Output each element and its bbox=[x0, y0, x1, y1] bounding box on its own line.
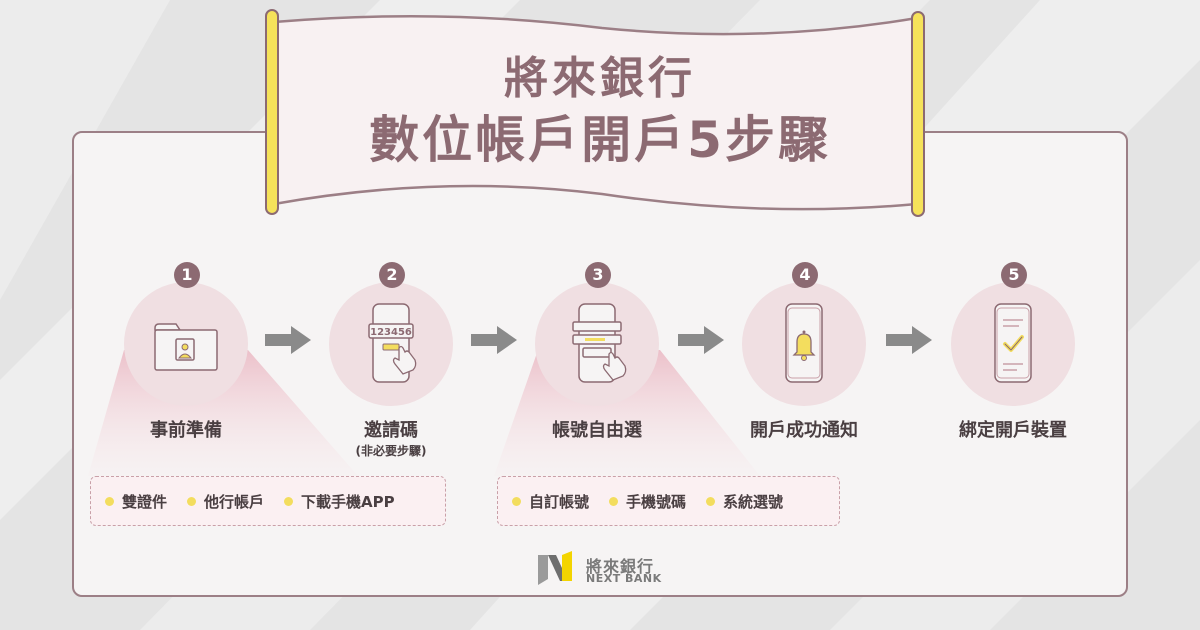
next-bank-logo: 將來銀行 NEXT BANK bbox=[536, 551, 676, 587]
step-number: 4 bbox=[792, 262, 818, 288]
phone-bell-icon bbox=[785, 303, 823, 383]
prep-tags-box: 雙證件 他行帳戶 下載手機APP bbox=[90, 476, 446, 526]
step-number: 2 bbox=[379, 262, 405, 288]
invite-code-text: 123456 bbox=[370, 327, 412, 338]
tag-item: 他行帳戶 bbox=[187, 491, 264, 512]
step-number: 5 bbox=[1001, 262, 1027, 288]
logo-name-en: NEXT BANK bbox=[586, 572, 662, 585]
tag-item: 自訂帳號 bbox=[512, 491, 589, 512]
banner-title-line1: 將來銀行 bbox=[504, 53, 696, 104]
tag-item: 手機號碼 bbox=[609, 491, 686, 512]
bullet-dot bbox=[512, 496, 521, 506]
tag-item: 雙證件 bbox=[105, 491, 167, 512]
banner-title-line2: 數位帳戶開戶5步驟 bbox=[369, 111, 831, 169]
arrow-right-icon bbox=[265, 326, 311, 354]
arrow-right-icon bbox=[678, 326, 724, 354]
next-bank-logo-mark-icon bbox=[538, 551, 572, 585]
tag-item: 系統選號 bbox=[706, 491, 783, 512]
step-label: 邀請碼 bbox=[364, 420, 418, 441]
step-label: 綁定開戶裝置 bbox=[959, 420, 1067, 441]
step-sublabel: (非必要步驟) bbox=[355, 444, 427, 458]
bullet-dot bbox=[105, 496, 114, 506]
tag-item: 下載手機APP bbox=[284, 491, 395, 512]
phone-check-icon bbox=[994, 303, 1032, 383]
folder-id-card-icon bbox=[154, 323, 218, 371]
logo-name-zh: 將來銀行 bbox=[586, 557, 655, 576]
phone-select-account-icon bbox=[572, 303, 627, 383]
bullet-dot bbox=[706, 496, 716, 506]
arrow-right-icon bbox=[471, 326, 517, 354]
scroll-banner bbox=[265, 9, 925, 217]
account-tags-box: 自訂帳號 手機號碼 系統選號 bbox=[497, 476, 840, 526]
bullet-dot bbox=[609, 496, 619, 506]
step-number: 3 bbox=[585, 262, 611, 288]
step-number: 1 bbox=[174, 262, 200, 288]
step-label: 事前準備 bbox=[150, 420, 222, 441]
bullet-dot bbox=[284, 496, 294, 506]
step-label: 開戶成功通知 bbox=[750, 420, 858, 441]
step-label: 帳號自由選 bbox=[552, 420, 642, 441]
arrow-right-icon bbox=[886, 326, 932, 354]
phone-invite-code-icon: 123456 bbox=[368, 303, 417, 383]
bullet-dot bbox=[187, 496, 197, 506]
